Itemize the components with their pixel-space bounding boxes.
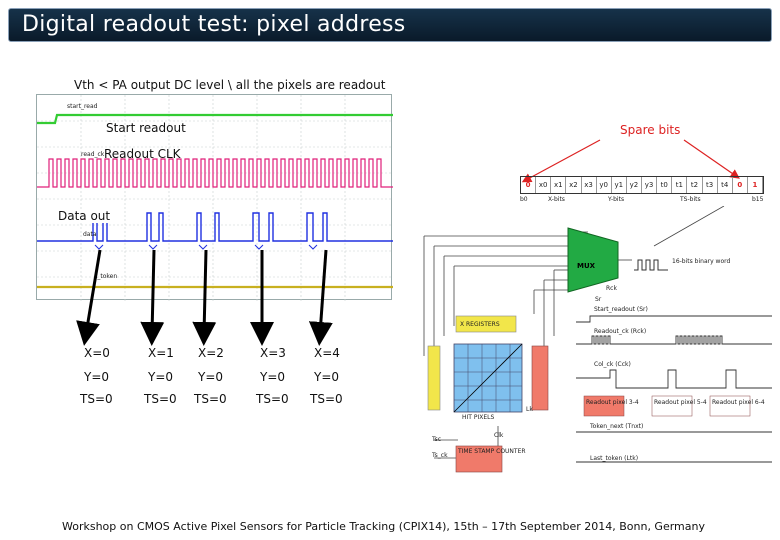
word-group-y: Y-bits [608, 196, 625, 203]
channel-tag-start: start_read [67, 103, 98, 110]
channel-tag-data: data [83, 231, 97, 238]
mux-label: MUX [577, 262, 596, 270]
value-ts-4: TS=0 [310, 392, 343, 406]
value-y-1: Y=0 [148, 370, 174, 384]
timing-phase-0: Readout pixel 3-4 [586, 399, 639, 406]
word-cell: t1 [672, 177, 688, 193]
timing-signal-3: Token_next (Tnxt) [590, 423, 644, 430]
ts-counter-label: TIME STAMP COUNTER [458, 448, 526, 455]
word-cell: x0 [536, 177, 552, 193]
timing-phase-2: Readout pixel 6-4 [712, 399, 765, 406]
value-y-4: Y=0 [314, 370, 340, 384]
mux-output-pulses [634, 259, 668, 271]
label-spare-bits: Spare bits [620, 123, 681, 137]
slide-footer: Workshop on CMOS Active Pixel Sensors fo… [62, 520, 705, 533]
ts-registers-block [531, 345, 549, 411]
value-y-0: Y=0 [84, 370, 110, 384]
clk-label-clk: Clk [494, 432, 504, 439]
y-registers-block [427, 345, 441, 411]
value-y-2: Y=0 [198, 370, 224, 384]
label-start-readout: Start readout [106, 121, 186, 135]
word-cell: x1 [551, 177, 567, 193]
word-output-label: 16-bits binary word [672, 258, 731, 265]
clk-label-rck: Rck [606, 285, 617, 292]
ts-counter-block [455, 445, 503, 473]
word-end-b15: b15 [752, 196, 764, 203]
word-cell: y3 [642, 177, 658, 193]
label-readout-clk: Readout CLK [104, 147, 181, 161]
word-cell: y0 [597, 177, 612, 193]
word-cell: t4 [718, 177, 733, 193]
channel-tag-token: t_token [95, 273, 118, 280]
timing-signal-4: Last_token (Ltk) [590, 455, 639, 462]
value-ts-3: TS=0 [256, 392, 289, 406]
mux-block [567, 227, 619, 293]
value-x-0: X=0 [84, 346, 110, 360]
x-registers-block [455, 315, 517, 333]
oscilloscope-capture: start_read read_ck data t_token [36, 94, 393, 301]
timing-start-readout [576, 315, 772, 323]
value-y-3: Y=0 [260, 370, 286, 384]
x-registers-label: X REGISTERS [460, 321, 500, 328]
timing-diagram-svg [576, 315, 772, 463]
value-x-3: X=3 [260, 346, 286, 360]
value-x-4: X=4 [314, 346, 340, 360]
timing-phase-1: Readout pixel 5-4 [654, 399, 707, 406]
readout-clk-trace [37, 158, 393, 188]
value-x-2: X=2 [198, 346, 224, 360]
timing-readout-ck [576, 335, 772, 345]
value-ts-1: TS=0 [144, 392, 177, 406]
word-cell: 0 [733, 177, 748, 193]
value-ts-2: TS=0 [194, 392, 227, 406]
word-end-b0: b0 [520, 196, 528, 203]
phase-box-3 [709, 395, 751, 417]
word-cell: t2 [687, 177, 703, 193]
timing-col-ck [576, 369, 772, 389]
word-cell: 0 [521, 177, 537, 193]
word-cell: y2 [627, 177, 642, 193]
word-cell: y1 [612, 177, 627, 193]
subtitle-caption: Vth < PA output DC level \ all the pixel… [74, 78, 386, 92]
word-cell: x3 [582, 177, 597, 193]
phase-box-1 [583, 395, 625, 417]
phase-box-2 [651, 395, 693, 417]
value-x-1: X=1 [148, 346, 174, 360]
value-ts-0: TS=0 [80, 392, 113, 406]
hit-pixels-label: HIT PIXELS [462, 414, 495, 421]
timing-signal-0: Start_readout (Sr) [594, 306, 648, 313]
word-cell: x2 [566, 177, 582, 193]
slide-title: Digital readout test: pixel address [22, 12, 406, 37]
word-cell: t3 [703, 177, 718, 193]
input-ts-ck: Ts_ck [432, 452, 448, 459]
input-tsc: Tsc [432, 436, 442, 443]
block-diagram-svg [423, 206, 725, 473]
timing-signal-1: Readout_ck (Rck) [594, 328, 647, 335]
channel-tag-clk: read_ck [81, 151, 105, 158]
word-group-x: X-bits [548, 196, 565, 203]
clk-label-lk: Lk [526, 406, 533, 413]
word-group-ts: TS-bits [680, 196, 701, 203]
clk-label-sr: Sr [595, 296, 602, 303]
start-readout-trace [37, 113, 393, 125]
label-data-out: Data out [58, 209, 111, 223]
word-cell: t0 [657, 177, 673, 193]
word-cell: 1 [748, 177, 763, 193]
title-bar [8, 8, 772, 42]
timing-signal-2: Col_ck (Cck) [594, 361, 631, 368]
